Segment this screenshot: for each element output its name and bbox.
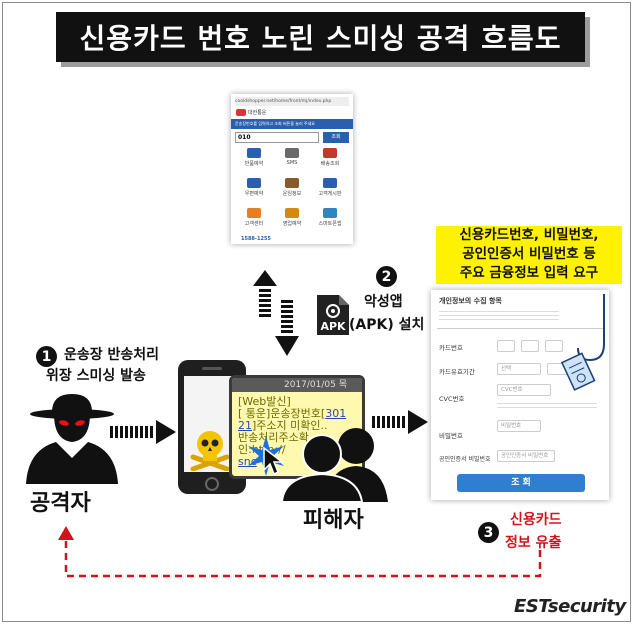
- sms-body: [Web발신] [ 통운]운송장번호[301 21]주소지 미확인.. 반송처리…: [232, 392, 362, 472]
- expiry-month-select[interactable]: 선택: [497, 363, 541, 375]
- brand-name: 대한통운: [248, 110, 267, 116]
- sms-line3: 21]주소지 미확인..: [238, 420, 356, 432]
- cursor-icon: [263, 446, 285, 476]
- menu-item-icon: [285, 178, 299, 188]
- field-label-cert-password: 공인인증서 비밀번호: [439, 456, 491, 463]
- menu-item-label: 배송조회: [320, 161, 340, 167]
- menu-item-icon: [323, 178, 337, 188]
- phone-speaker: [202, 367, 222, 370]
- tracking-menu-item[interactable]: 우편예약: [239, 178, 269, 206]
- sms-line2-link: 301: [325, 407, 347, 420]
- sms-line3-link: 21: [238, 419, 252, 432]
- step-2-line2: (APK) 설치: [349, 317, 425, 333]
- tracking-menu-item[interactable]: 스마트폰앱: [315, 208, 345, 236]
- sms-line1: [Web발신]: [238, 395, 291, 408]
- menu-item-label: 스마트폰앱: [318, 221, 342, 227]
- menu-item-icon: [247, 208, 261, 218]
- cvc-input[interactable]: CVC번호: [497, 384, 551, 396]
- up-arrow-head: [253, 270, 277, 286]
- step-3-line2: 정보 유출: [505, 535, 562, 551]
- tracking-menu-item[interactable]: 영업예약: [277, 208, 307, 236]
- tracking-menu-item[interactable]: 배송조회: [315, 148, 345, 176]
- card-number-input-2[interactable]: [521, 340, 539, 352]
- brand-logo: [236, 109, 246, 116]
- form-header: 개인정보의 수집 항목: [439, 297, 502, 305]
- smishing-sms: 2017/01/05 목 [Web발신] [ 통운]운송장번호[301 21]주…: [229, 375, 365, 479]
- victim-icon: [280, 428, 388, 502]
- sms-date: 2017/01/05 목: [232, 378, 362, 392]
- menu-item-icon: [323, 148, 337, 158]
- down-arrow-stripes: [281, 300, 293, 333]
- step-2-badge: 2: [376, 266, 397, 287]
- menu-item-label: 고객게시판: [318, 191, 342, 197]
- info-request-box: 신용카드번호, 비밀번호, 공인인증서 비밀번호 등 주요 금융정보 입력 요구: [436, 226, 622, 284]
- menu-item-label: 반품예약: [244, 161, 264, 167]
- notice-bar: 운송장번호를 입력하고 조회 버튼을 눌러 주세요: [231, 119, 353, 129]
- diagram-title: 신용카드 번호 노린 스미싱 공격 흐름도: [56, 12, 585, 62]
- estsecurity-logo: ESTsecurity: [514, 596, 626, 617]
- field-label-password: 비밀번호: [439, 432, 463, 440]
- send-arrow: [110, 420, 176, 444]
- menu-item-icon: [323, 208, 337, 218]
- tracking-menu-item[interactable]: 반품예약: [239, 148, 269, 176]
- step-3-badge: 3: [478, 522, 499, 543]
- step-2-line1: 악성앱: [364, 294, 403, 310]
- step-1-badge: 1: [36, 346, 57, 367]
- up-arrow-stripes: [259, 289, 271, 317]
- menu-item-label: 영업예약: [282, 221, 302, 227]
- form-divider: [437, 328, 603, 329]
- tracking-input[interactable]: 010: [235, 132, 319, 143]
- sms-line2-text: [ 통운]운송장번호[: [238, 407, 326, 420]
- menu-item-icon: [285, 208, 299, 218]
- step-1-line1: 운송장 반송처리: [64, 347, 160, 363]
- menu-item-label: 고객센터: [244, 221, 264, 227]
- info-request-line2: 공인인증서 비밀번호 등: [462, 246, 596, 262]
- apk-file-icon: APK: [315, 293, 351, 337]
- redirect-arrow: [372, 410, 428, 434]
- menu-item-label: SMS: [286, 160, 298, 166]
- password-input[interactable]: 비밀번호: [497, 420, 541, 432]
- tracking-search-button[interactable]: 조회: [323, 132, 349, 143]
- info-request-line3: 주요 금융정보 입력 요구: [459, 265, 599, 281]
- attacker-icon: [26, 394, 118, 484]
- step-3-line1: 신용카드: [510, 512, 562, 528]
- cvc-help-text: [497, 400, 597, 408]
- step-1-line2: 위장 스미싱 발송: [46, 368, 146, 384]
- card-number-input-3[interactable]: [545, 340, 563, 352]
- victim-label: 피해자: [303, 508, 364, 533]
- field-label-card-number: 카드번호: [439, 344, 463, 352]
- apk-label: APK: [320, 320, 346, 333]
- hotline-text: 1588-1255: [241, 236, 271, 242]
- menu-item-label: 운임정보: [282, 191, 302, 197]
- sms-line3-text: ]주소지 미확인..: [252, 419, 328, 432]
- menu-item-icon: [285, 148, 299, 158]
- menu-item-label: 우편예약: [244, 191, 264, 197]
- card-number-input-1[interactable]: [497, 340, 515, 352]
- tracking-menu-item[interactable]: SMS: [277, 148, 307, 176]
- attacker-label: 공격자: [30, 491, 91, 516]
- submit-button[interactable]: 조 회: [457, 474, 585, 492]
- install-arrows: [253, 270, 299, 356]
- card-form-screenshot: 개인정보의 수집 항목 카드번호 카드유효기간 선택 CVC번호 CVC번호 비…: [431, 290, 609, 500]
- skull-icon: [190, 431, 230, 471]
- url-bar: cooldshopper.net/home/front/mj/index.php: [235, 97, 349, 106]
- field-label-cvc: CVC번호: [439, 395, 465, 403]
- menu-item-icon: [247, 178, 261, 188]
- field-label-expiry: 카드유효기간: [439, 368, 475, 376]
- menu-item-icon: [247, 148, 261, 158]
- phone-home-button: [205, 477, 219, 491]
- sms-line2: [ 통운]운송장번호[301: [238, 408, 356, 420]
- tracking-menu-item[interactable]: 고객게시판: [315, 178, 345, 206]
- form-notice: [439, 308, 559, 322]
- tracking-menu-item[interactable]: 운임정보: [277, 178, 307, 206]
- tracking-page-screenshot: cooldshopper.net/home/front/mj/index.php…: [231, 94, 353, 244]
- tracking-menu-item[interactable]: 고객센터: [239, 208, 269, 236]
- phishing-hook-icon: [560, 294, 605, 391]
- info-request-line1: 신용카드번호, 비밀번호,: [459, 227, 599, 243]
- down-arrow-head: [275, 336, 299, 356]
- cert-password-input[interactable]: 공인인증서 비밀번호: [497, 450, 555, 462]
